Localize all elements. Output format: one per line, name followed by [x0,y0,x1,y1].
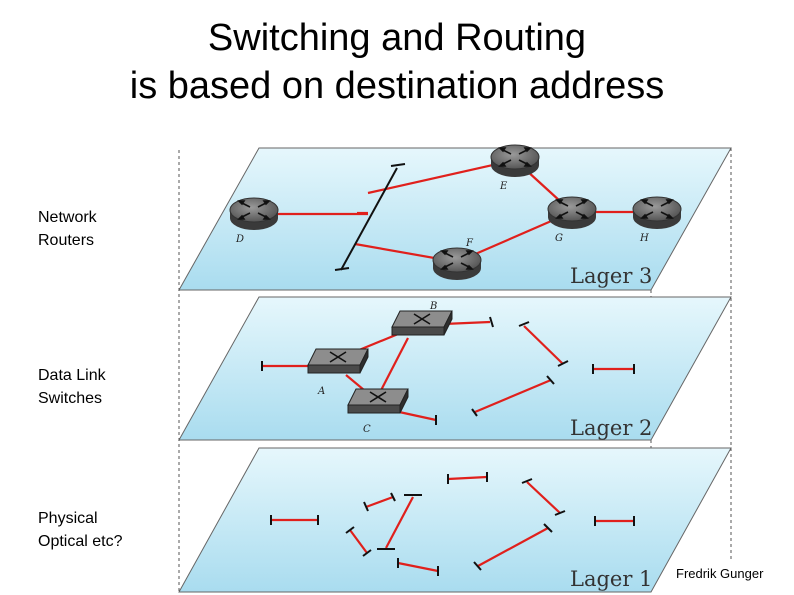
layer-1-links [271,475,634,573]
switch-c-icon [347,388,409,414]
plane-layer-1: Lager 1 [178,447,732,593]
layer-3-segment-bar [334,163,406,271]
router-g-label: G [555,233,563,244]
slide-title: Switching and Routing is based on destin… [0,14,794,110]
physical-optical-label: Physical Optical etc? [38,510,123,550]
router-f-icon [432,247,482,281]
plane-layer-3: D E F G H Lager 3 [178,144,732,291]
layer-1-endpoints [270,472,635,576]
router-h-label: H [639,233,649,244]
router-d-label: D [235,234,244,245]
switch-b-icon [391,310,453,336]
layer-2-endpoints [261,316,635,425]
router-d-icon [229,197,279,231]
router-g-icon [547,196,597,230]
plane-label-layer-1: Lager 1 [570,567,652,591]
switch-a-icon [307,348,369,374]
title-line-2: is based on destination address [129,65,665,107]
network-routers-label: Network Routers [38,209,97,249]
data-link-switches-label: Data Link Switches [38,367,106,407]
router-f-label: F [465,238,474,249]
switch-b-label: B [429,301,437,312]
router-e-label: E [499,181,508,192]
router-e-icon [490,144,540,178]
plane-label-layer-3: Lager 3 [570,264,652,288]
switch-a-label: A [317,386,325,397]
plane-label-layer-2: Lager 2 [570,416,652,440]
plane-layer-2: B A C Lager 2 [178,296,732,441]
switch-c-label: C [363,424,371,435]
author-credit: Fredrik Gunger [676,566,764,581]
router-h-icon [632,196,682,230]
title-line-1: Switching and Routing [207,17,587,59]
